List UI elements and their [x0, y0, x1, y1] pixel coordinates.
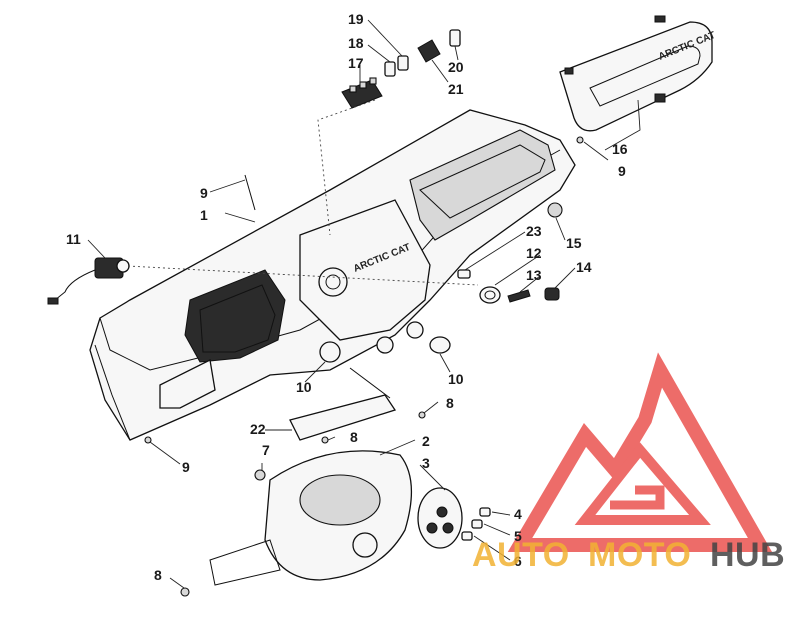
callout-13: 13 [526, 267, 542, 283]
callout-2: 2 [422, 433, 430, 449]
switch-part-19 [397, 55, 409, 71]
plug-part-15 [547, 202, 563, 218]
callout-4: 4 [514, 506, 522, 522]
callout-21: 21 [448, 81, 464, 97]
callout-7: 7 [262, 442, 270, 458]
gauge-cover-part-2 [209, 450, 413, 586]
screw-part-9b [576, 136, 584, 144]
callout-11: 11 [66, 231, 81, 247]
callout-20: 20 [448, 59, 464, 75]
switch-part-21 [417, 39, 441, 63]
callout-10b: 10 [448, 371, 464, 387]
switch-plate-part-3 [417, 487, 463, 549]
callout-10a: 10 [296, 379, 312, 395]
callout-19: 19 [348, 11, 364, 27]
bulb-part-4 [479, 507, 491, 517]
callout-9a: 9 [200, 185, 208, 201]
ignition-switch-11 [47, 257, 130, 305]
watermark-word-moto: MOTO [588, 536, 691, 574]
callout-18: 18 [348, 35, 364, 51]
callout-1: 1 [200, 207, 208, 223]
switch-part-18 [384, 61, 396, 77]
switch-cluster-17 [341, 77, 383, 109]
callout-14: 14 [576, 259, 592, 275]
screw-part-8c [418, 411, 426, 419]
callout-8b: 8 [350, 429, 358, 445]
callout-12: 12 [526, 245, 542, 261]
leader-lines [87, 19, 641, 589]
callout-5: 5 [514, 528, 522, 544]
watermark-triangle-inner [574, 442, 711, 525]
bulb-part-5 [471, 519, 483, 529]
watermark-wordmark: AUTO MOTO HUB [472, 536, 785, 574]
screw-part-9a [144, 436, 152, 444]
screw-part-8a [180, 587, 190, 597]
bushing-part-23 [457, 269, 471, 279]
watermark-logo [507, 352, 773, 552]
watermark-g-shape [610, 485, 665, 510]
callout-9c: 9 [618, 163, 626, 179]
screw-part-8b [321, 436, 329, 444]
callout-22: 22 [250, 421, 266, 437]
watermark-word-hub: HUB [710, 536, 785, 574]
callout-9b: 9 [182, 459, 190, 475]
callout-labels: 1 2 3 4 5 6 7 8 8 8 8 9 9 9 10 10 11 12 … [66, 11, 628, 583]
callout-16: 16 [612, 141, 628, 157]
screw-part-9c [244, 174, 256, 211]
callout-6: 6 [514, 553, 522, 569]
bulb-part-6 [461, 531, 473, 541]
switch-part-20 [449, 29, 461, 47]
bracket-part-22 [289, 367, 397, 441]
watermark-triangle-outer [507, 352, 773, 552]
callout-8c: 8 [446, 395, 454, 411]
dashboard-part-1: ARCTIC CAT [89, 109, 576, 441]
watermark-word-auto: AUTO [472, 536, 570, 574]
callout-8a: 8 [154, 567, 162, 583]
callout-3: 3 [422, 455, 430, 471]
plug-part-10 [429, 336, 451, 354]
bezel-part-12 [479, 286, 501, 304]
visor-part-16: ARCTIC CAT [559, 15, 717, 132]
callout-17: 17 [348, 55, 364, 71]
callout-15: 15 [566, 235, 582, 251]
knob-part-14 [544, 287, 560, 301]
callout-23: 23 [526, 223, 542, 239]
screw-part-7 [254, 469, 266, 481]
key-part-13 [507, 289, 531, 303]
